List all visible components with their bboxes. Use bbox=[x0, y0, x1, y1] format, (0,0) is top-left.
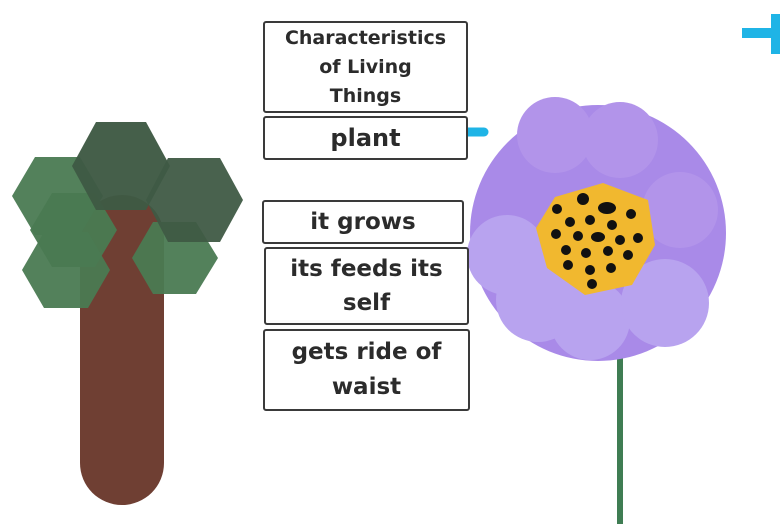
characteristic-feeds-box: its feeds its self bbox=[264, 247, 469, 325]
flower-seeds bbox=[551, 193, 643, 289]
petal bbox=[517, 97, 593, 173]
tree-leaf bbox=[22, 232, 110, 308]
characteristic-waste: gets ride of waist bbox=[291, 339, 442, 400]
petal bbox=[550, 280, 630, 360]
flower-stem bbox=[617, 355, 623, 524]
characteristic-waste-box: gets ride of waist bbox=[263, 329, 470, 411]
petal bbox=[582, 102, 658, 178]
characteristic-feeds: its feeds its self bbox=[290, 256, 443, 316]
diagram-title: Characteristics of Living Things bbox=[284, 26, 447, 107]
characteristic-grows-box: it grows bbox=[262, 200, 464, 244]
petal bbox=[621, 259, 709, 347]
tree-leaf bbox=[146, 158, 243, 242]
tree-leaf bbox=[72, 122, 170, 210]
plant-label-box: plant bbox=[263, 116, 468, 160]
characteristic-grows: it grows bbox=[310, 209, 416, 235]
tree-icon bbox=[12, 122, 243, 505]
blue-arrow-icon bbox=[742, 14, 780, 54]
plant-label: plant bbox=[330, 124, 401, 152]
petal bbox=[642, 172, 718, 248]
title-box: Characteristics of Living Things bbox=[263, 21, 468, 113]
flower-icon bbox=[467, 97, 726, 524]
